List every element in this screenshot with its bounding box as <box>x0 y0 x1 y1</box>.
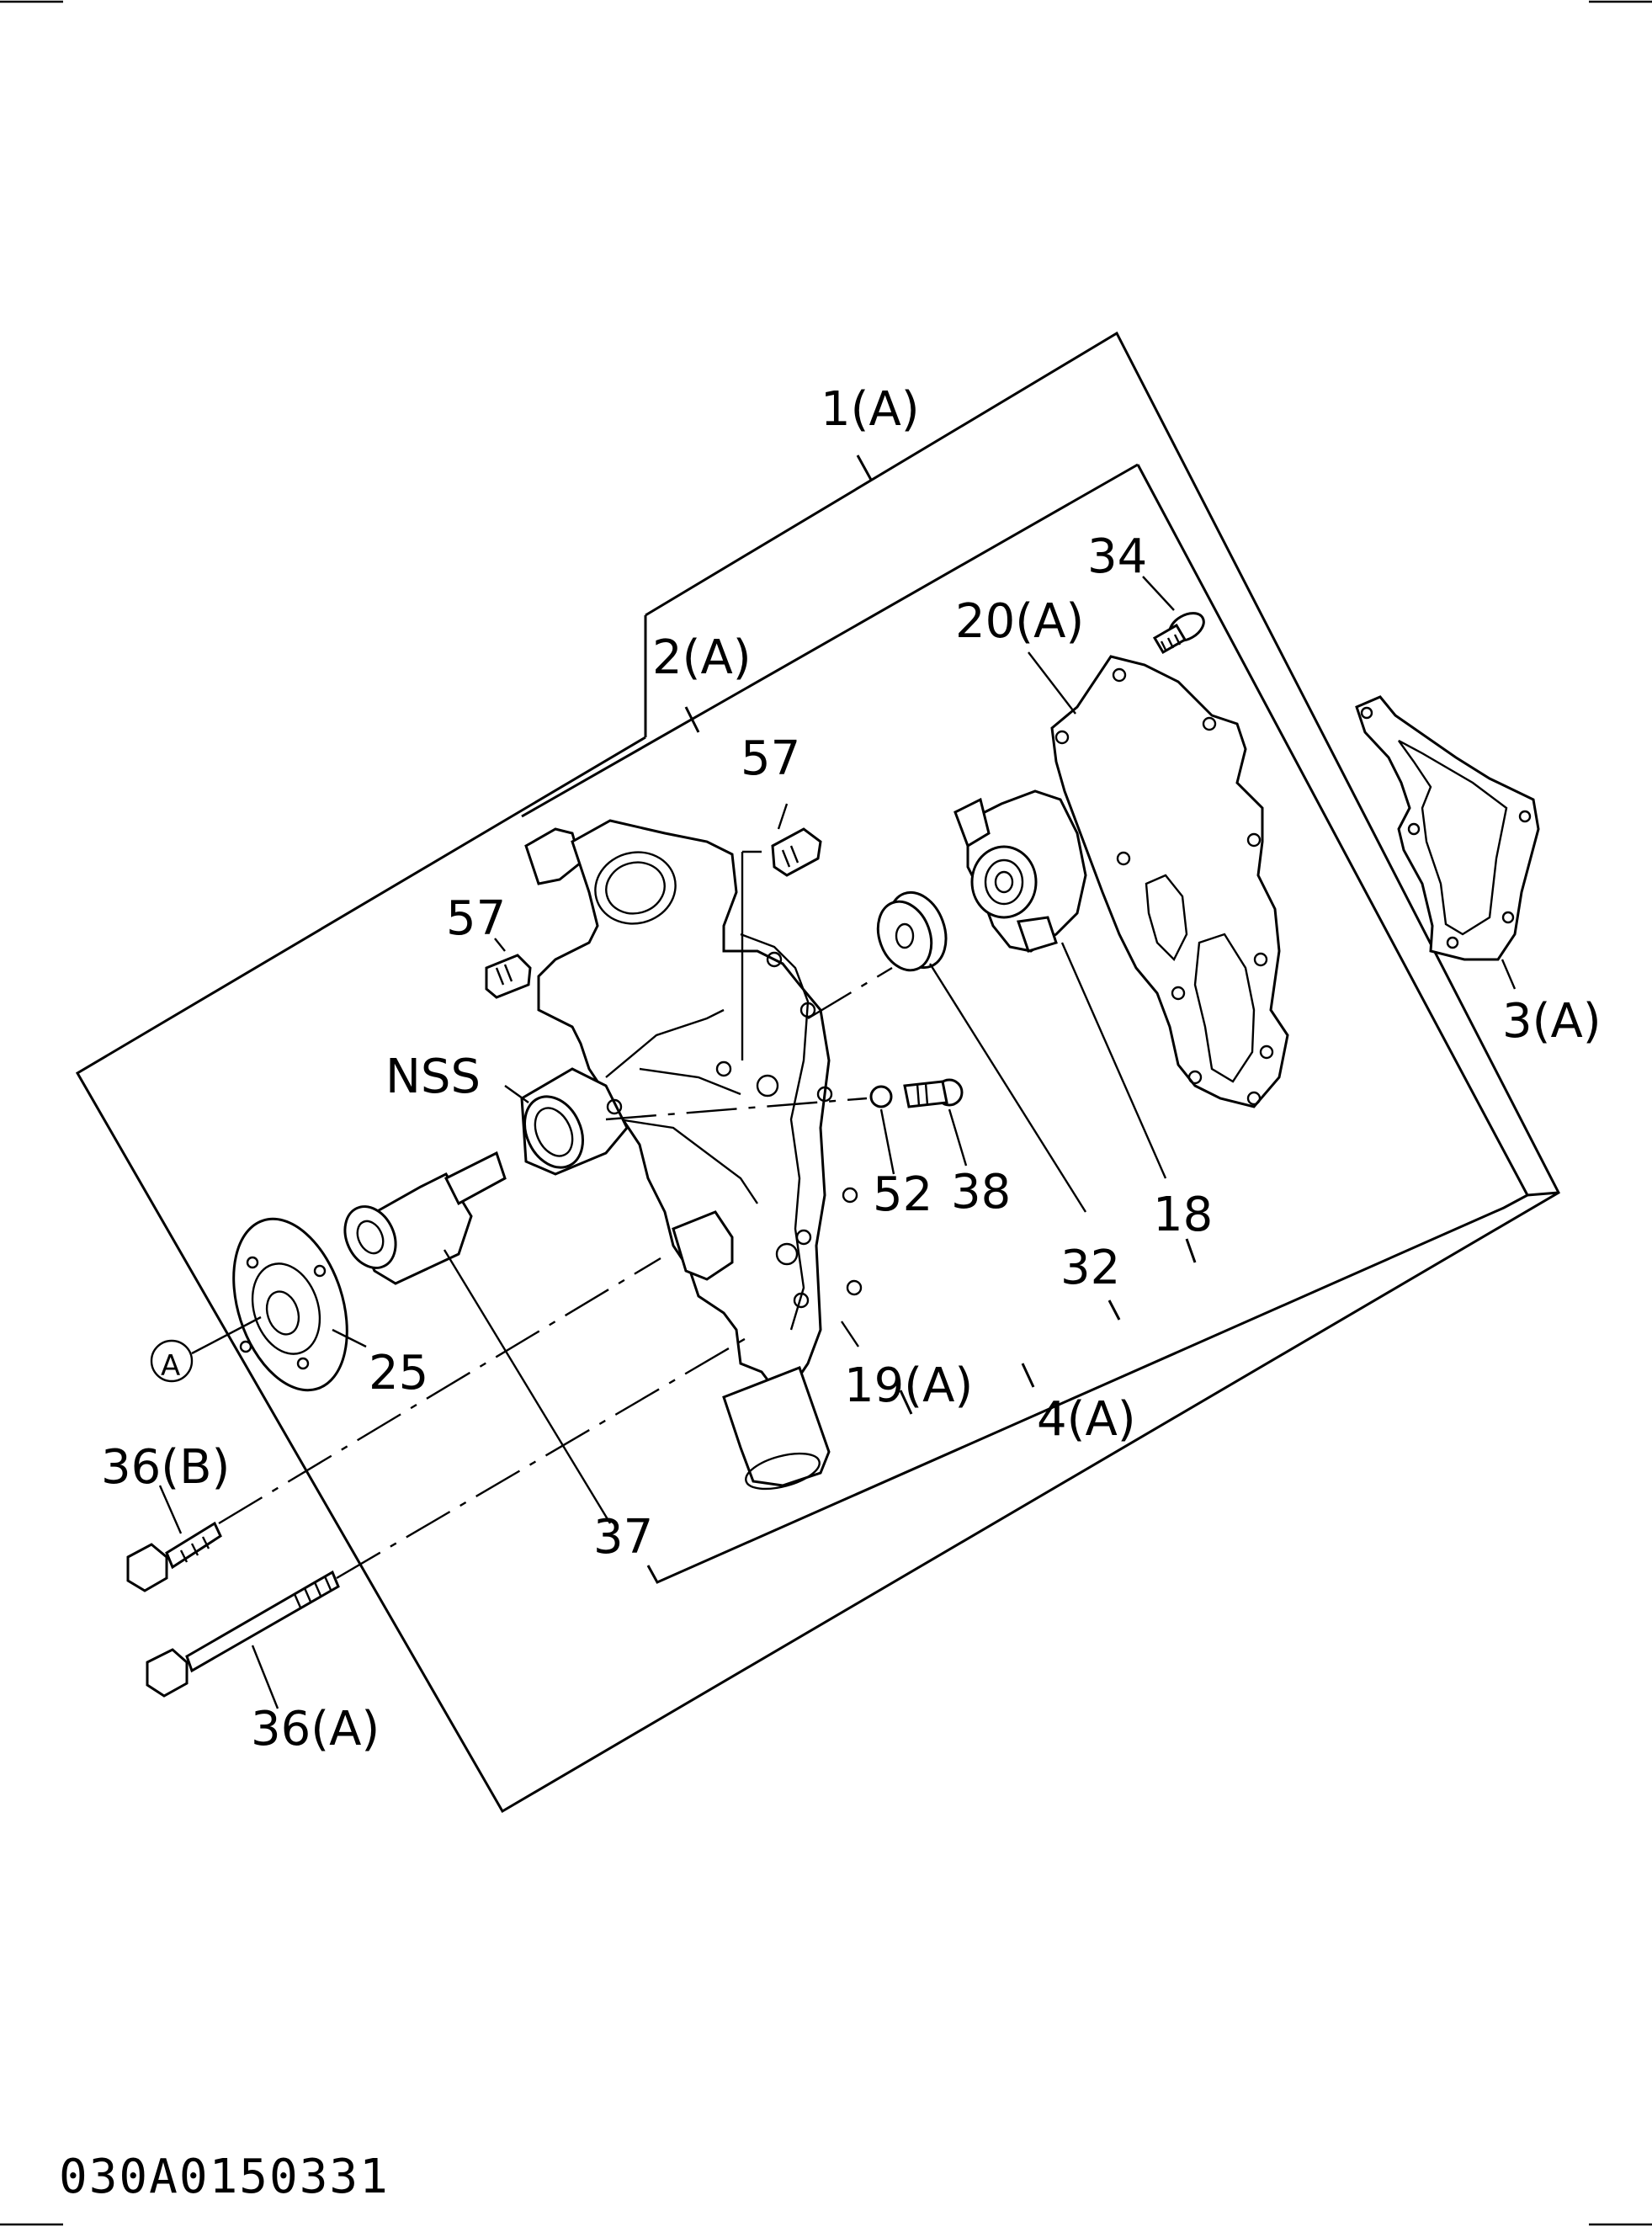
label-36b: 36(B) <box>101 1440 230 1495</box>
assembly-bracket-1a <box>75 331 1560 1814</box>
bearing-shaft-37 <box>343 1151 612 1524</box>
assembly-bracket-4a <box>899 1191 1559 1415</box>
gasket-20a <box>1028 651 1289 1108</box>
label-37: 37 <box>593 1510 653 1565</box>
pulley-hub-25 <box>232 1217 367 1392</box>
bolt-36a <box>146 1332 754 1709</box>
label-52: 52 <box>873 1167 932 1222</box>
label-25: 25 <box>369 1346 428 1401</box>
label-57-left: 57 <box>446 891 506 946</box>
label-19a: 19(A) <box>844 1358 973 1413</box>
bolt-34 <box>1142 576 1205 655</box>
label-36a: 36(A) <box>251 1702 380 1757</box>
label-20a: 20(A) <box>955 594 1084 649</box>
reference-a-callout <box>150 1315 262 1383</box>
label-ref-a: A <box>161 1349 180 1383</box>
centerline-bolt38 <box>605 1097 868 1121</box>
nss-leader <box>504 1085 529 1103</box>
label-18: 18 <box>1153 1188 1213 1242</box>
plug-57-upper <box>741 803 822 1060</box>
label-57-upper: 57 <box>741 731 800 786</box>
label-34: 34 <box>1087 529 1147 584</box>
assembly-bracket-2a <box>521 463 1530 1584</box>
label-1a: 1(A) <box>821 382 920 437</box>
impeller-18 <box>953 789 1167 1179</box>
label-32: 32 <box>1060 1241 1120 1295</box>
label-nss: NSS <box>385 1050 481 1104</box>
label-4a: 4(A) <box>1037 1392 1136 1447</box>
plug-57-left <box>485 938 532 999</box>
bolt-36b <box>126 1257 661 1592</box>
gasket-3a <box>1355 695 1540 990</box>
pump-body-19a <box>520 819 863 1491</box>
label-38: 38 <box>951 1165 1011 1220</box>
centerline <box>807 966 893 1020</box>
label-2a: 2(A) <box>652 630 752 685</box>
washer-52-bolt-38 <box>869 1078 968 1175</box>
seal-32 <box>876 890 1087 1213</box>
label-3a: 3(A) <box>1502 994 1602 1049</box>
drawing-code: 030A0150331 <box>59 2150 390 2204</box>
